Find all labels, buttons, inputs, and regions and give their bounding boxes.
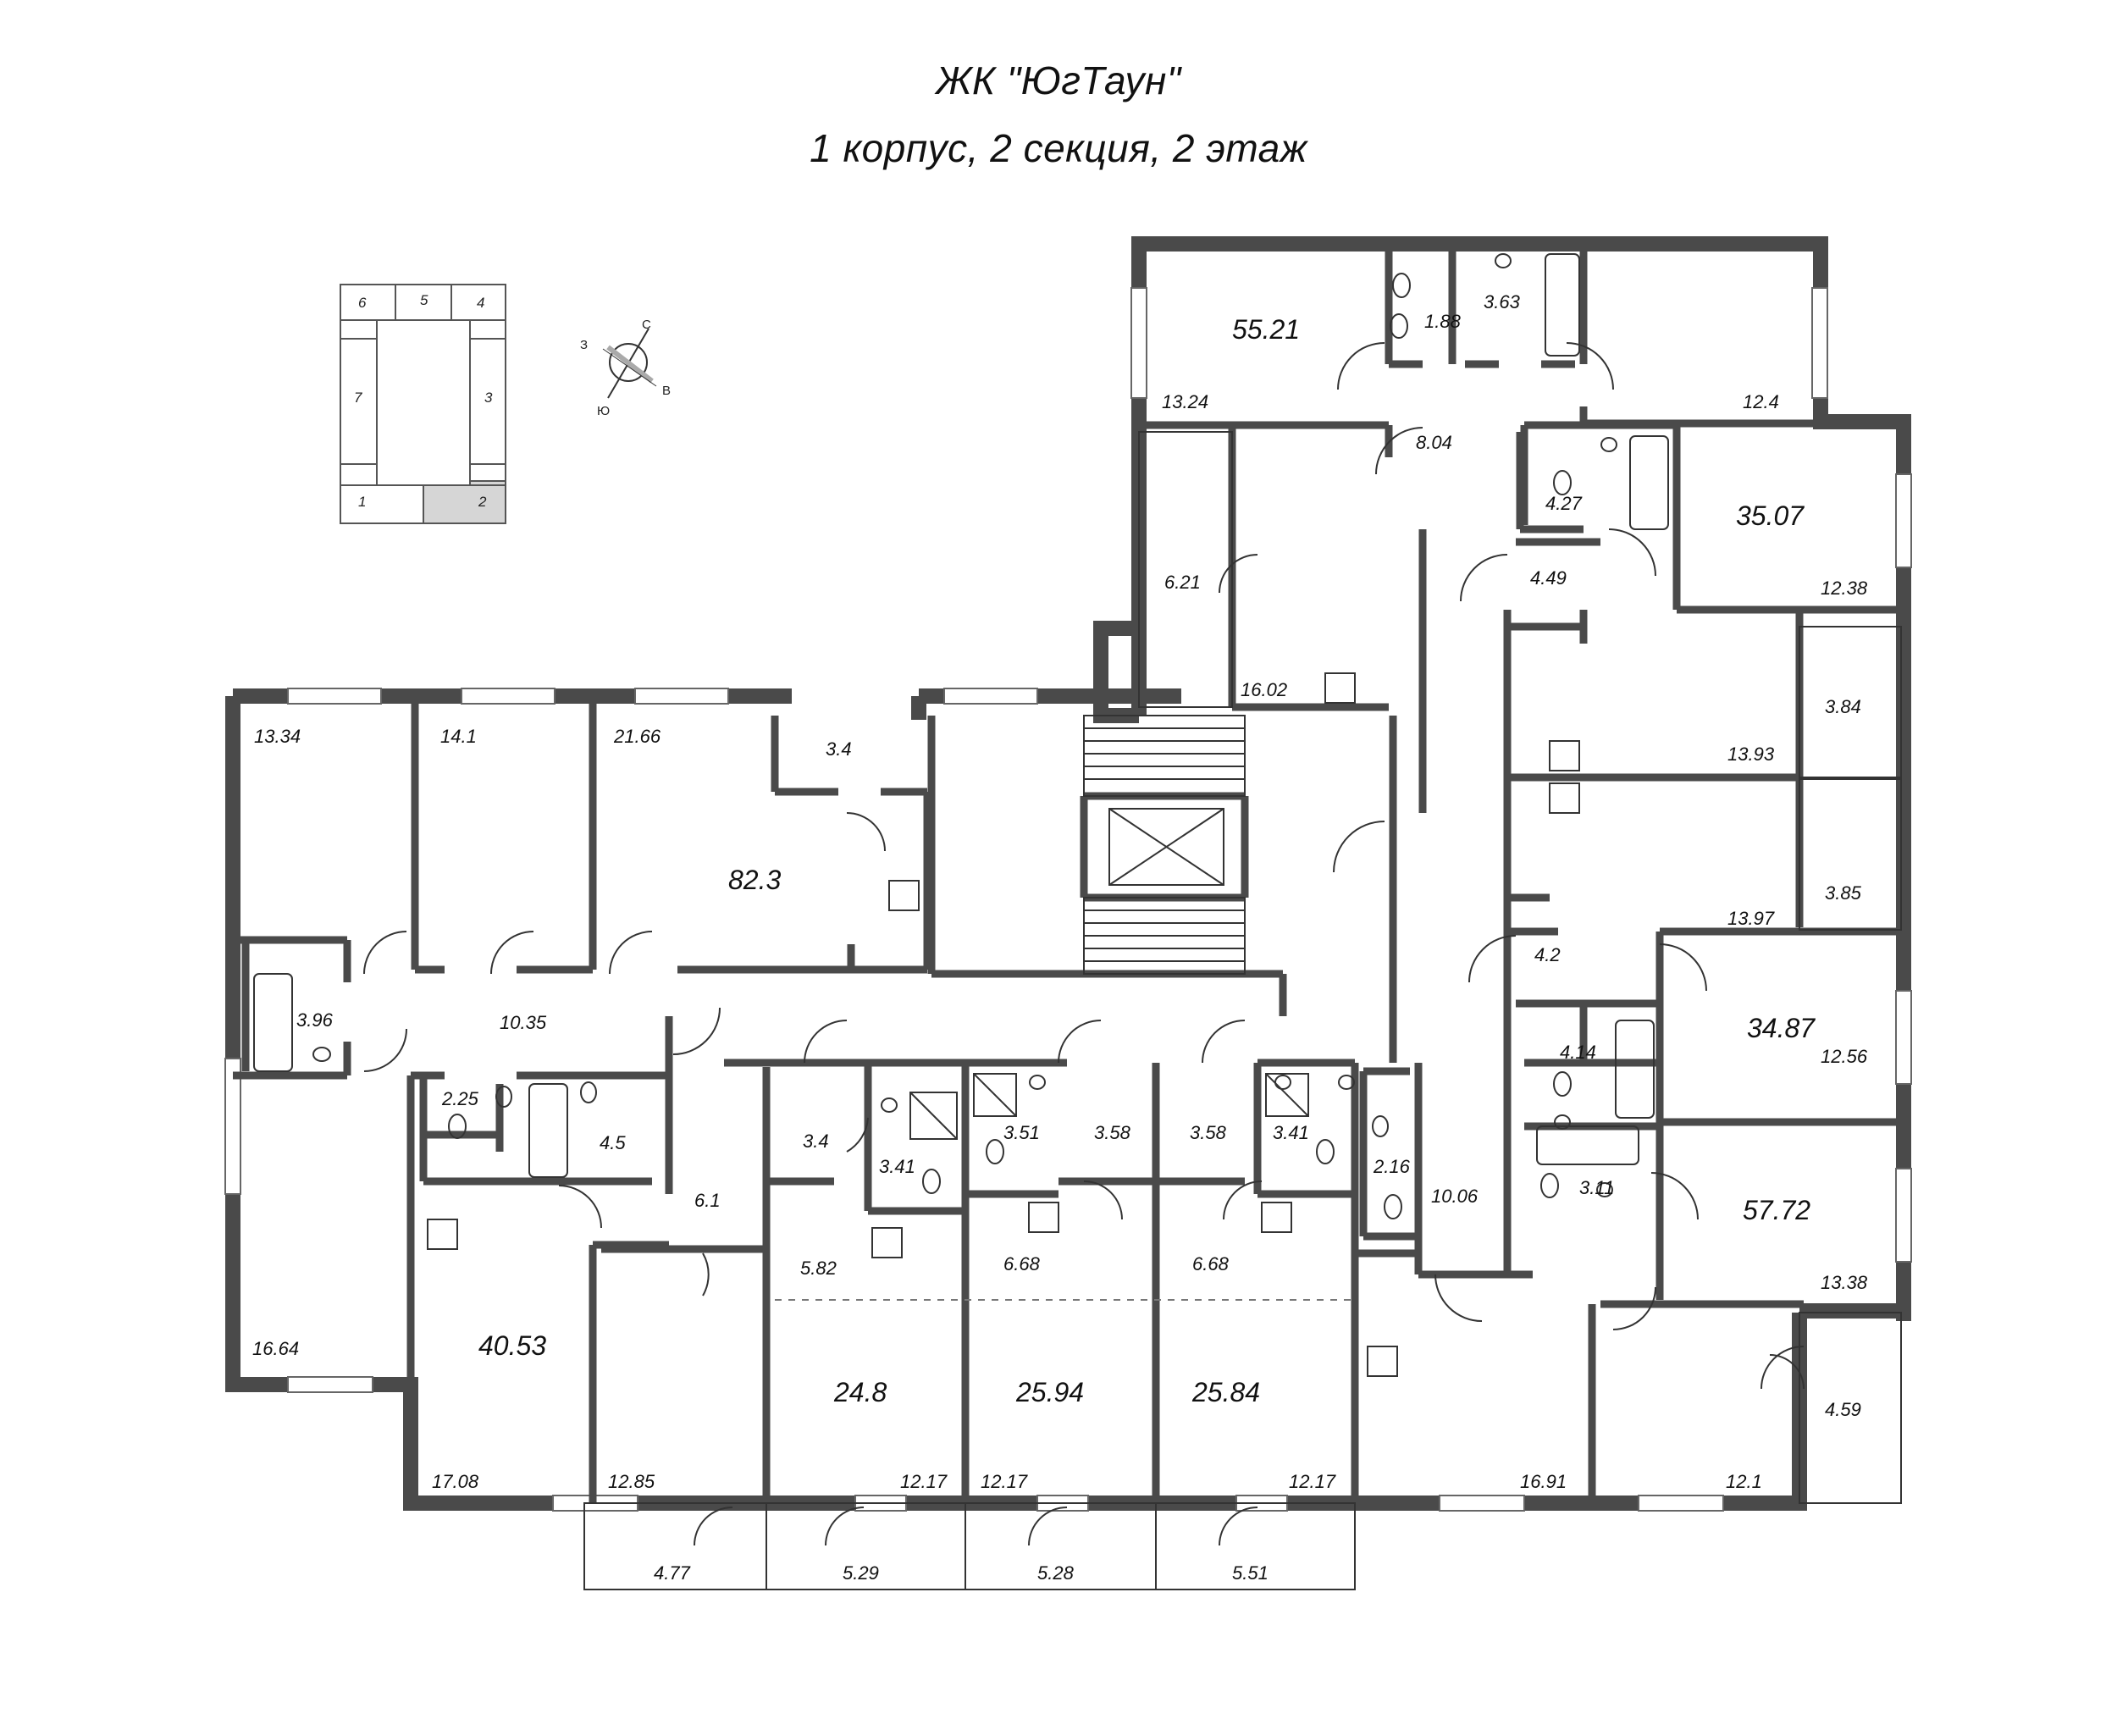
- area-loggia-5-29: 5.29: [843, 1562, 879, 1584]
- studio-24-8: 24.8 3.4 3.41 5.82 12.17 5.29: [800, 1131, 948, 1584]
- area-bath-2-16: 2.16: [1373, 1156, 1411, 1177]
- area-room-13-38: 13.38: [1821, 1272, 1868, 1293]
- area-wc-2-25: 2.25: [441, 1088, 479, 1109]
- area-bath-1-88: 1.88: [1424, 311, 1462, 332]
- key-plan-highlighted-section: [423, 480, 506, 524]
- area-room-12-4: 12.4: [1743, 391, 1779, 412]
- area-total-24-8: 24.8: [833, 1377, 887, 1407]
- area-kitchen-16-02: 16.02: [1241, 679, 1287, 700]
- area-room-12-17a: 12.17: [900, 1471, 948, 1492]
- studio-25-84: 25.84 3.58 3.41 6.68 12.17 5.51: [1190, 1122, 1336, 1584]
- key-section-6: 6: [358, 295, 367, 311]
- area-kitchen-5-82: 5.82: [800, 1258, 837, 1279]
- area-storage-3-4: 3.4: [826, 738, 852, 760]
- area-bath-3-41a: 3.41: [879, 1156, 915, 1177]
- area-hall-10-06: 10.06: [1431, 1186, 1479, 1207]
- toilets: [312, 253, 1617, 1219]
- area-room-14-1: 14.1: [440, 726, 477, 747]
- windows: [224, 287, 1912, 1512]
- area-bath-3-51: 3.51: [1003, 1122, 1040, 1143]
- area-room-12-38: 12.38: [1821, 578, 1868, 599]
- key-section-5: 5: [420, 292, 428, 308]
- apartment-57-72: 57.72 13.38 3.11 2.16 10.06 16.91 12.1 4…: [1373, 1156, 1868, 1492]
- area-bath-4-5: 4.5: [600, 1132, 626, 1153]
- area-room-12-85: 12.85: [608, 1471, 655, 1492]
- apartment-34-87: 34.87 12.56 4.14 4.2 13.97 3.85: [1534, 882, 1868, 1067]
- area-loggia-5-51: 5.51: [1232, 1562, 1269, 1584]
- apartment-35-07: 35.07 12.38 4.27 4.49 13.93 3.84: [1530, 493, 1868, 765]
- area-hall-3-4: 3.4: [803, 1131, 829, 1152]
- area-room-12-17b: 12.17: [981, 1471, 1028, 1492]
- area-balcony-6-21: 6.21: [1164, 572, 1201, 593]
- compass-east: В: [662, 384, 671, 398]
- apartment-55-21: 55.21 13.24 12.4 1.88 3.63 8.04 16.02 6.…: [1162, 291, 1779, 700]
- stoves: [427, 672, 1580, 1377]
- floor-subtitle: 1 корпус, 2 секция, 2 этаж: [810, 126, 1307, 170]
- doors: [363, 342, 1805, 1546]
- elevator: [1108, 808, 1224, 886]
- area-kitchen-17-08: 17.08: [432, 1471, 479, 1492]
- area-hall-10-35: 10.35: [500, 1012, 547, 1033]
- area-hall-4-49: 4.49: [1530, 567, 1567, 589]
- area-hall-4-2: 4.2: [1534, 944, 1561, 965]
- area-total-25-94: 25.94: [1015, 1377, 1084, 1407]
- apartment-40-53: 40.53 2.25 4.5 6.1 17.08 12.85 4.77: [432, 1088, 721, 1584]
- area-total-82-3: 82.3: [728, 865, 781, 895]
- area-room-12-56: 12.56: [1821, 1046, 1868, 1067]
- area-kitchen-6-68b: 6.68: [1192, 1253, 1230, 1274]
- area-bath-3-11: 3.11: [1579, 1177, 1614, 1198]
- key-section-4: 4: [477, 295, 484, 311]
- project-title: ЖК "ЮгТаун": [936, 58, 1181, 102]
- area-total-25-84: 25.84: [1191, 1377, 1260, 1407]
- area-hall-3-58b: 3.58: [1190, 1122, 1227, 1143]
- area-hall-8-04: 8.04: [1416, 432, 1452, 453]
- area-bath-3-41b: 3.41: [1273, 1122, 1309, 1143]
- area-loggia-4-77: 4.77: [654, 1562, 691, 1584]
- area-total-57-72: 57.72: [1743, 1195, 1810, 1225]
- area-hall-3-58a: 3.58: [1094, 1122, 1131, 1143]
- compass-south: Ю: [597, 404, 610, 418]
- area-room-13-24: 13.24: [1162, 391, 1208, 412]
- area-kitchen-6-68a: 6.68: [1003, 1253, 1041, 1274]
- area-room-12-17c: 12.17: [1289, 1471, 1336, 1492]
- key-section-7: 7: [354, 390, 362, 406]
- area-room-16-64: 16.64: [252, 1338, 299, 1359]
- stair-core: [1083, 715, 1246, 975]
- showers: [909, 1073, 1309, 1140]
- key-plan: 1 2 3 4 5 6 7: [340, 284, 506, 524]
- area-kitchen-16-91: 16.91: [1520, 1471, 1567, 1492]
- compass-west: З: [580, 338, 588, 352]
- bathtubs: [253, 253, 1669, 1178]
- area-bath-4-27: 4.27: [1545, 493, 1583, 514]
- area-total-40-53: 40.53: [478, 1330, 546, 1361]
- key-section-1: 1: [358, 494, 366, 510]
- key-section-2: 2: [478, 494, 487, 510]
- area-loggia-5-28: 5.28: [1037, 1562, 1075, 1584]
- compass-icon: С Ю В З: [580, 318, 671, 418]
- area-loggia-3-85: 3.85: [1825, 882, 1862, 904]
- area-bath-3-63: 3.63: [1484, 291, 1521, 312]
- area-kitchen-13-97: 13.97: [1727, 908, 1775, 929]
- area-total-34-87: 34.87: [1747, 1013, 1816, 1043]
- area-room-13-34: 13.34: [254, 726, 301, 747]
- area-loggia-3-84: 3.84: [1825, 696, 1861, 717]
- area-kitchen-13-93: 13.93: [1727, 744, 1775, 765]
- area-room-21-66: 21.66: [613, 726, 661, 747]
- area-bath-3-96: 3.96: [296, 1009, 334, 1031]
- studio-25-94: 25.94 3.51 3.58 6.68 12.17 5.28: [981, 1122, 1131, 1584]
- balconies: [583, 431, 1902, 1590]
- area-hall-6-1: 6.1: [694, 1190, 721, 1211]
- apartment-82-3: 82.3 13.34 14.1 21.66 3.4 3.96 10.35 16.…: [252, 726, 852, 1359]
- area-bath-4-14: 4.14: [1560, 1042, 1596, 1063]
- compass-north: С: [642, 318, 651, 332]
- area-room-12-1: 12.1: [1726, 1471, 1762, 1492]
- area-loggia-4-59: 4.59: [1825, 1399, 1861, 1420]
- key-section-3: 3: [484, 390, 493, 406]
- area-total-35-07: 35.07: [1736, 500, 1805, 531]
- area-total-55-21: 55.21: [1232, 314, 1300, 345]
